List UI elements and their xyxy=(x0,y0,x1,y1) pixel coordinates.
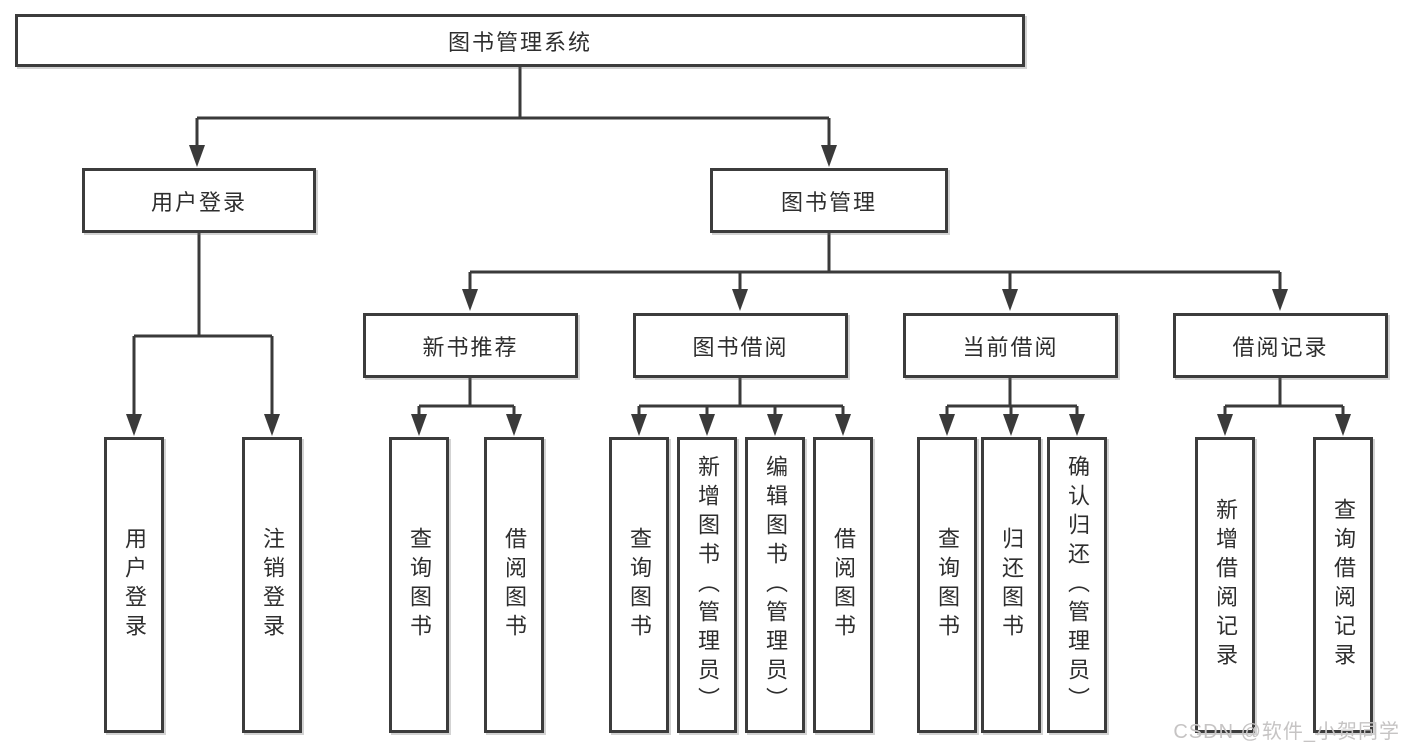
leaf-query-books-recommend: 查询图书 xyxy=(389,437,449,733)
connector-borrow-records-children xyxy=(1217,377,1351,436)
connector-book-management-to-level3 xyxy=(462,232,1288,311)
arrow-down-icon xyxy=(189,145,205,167)
arrow-down-icon xyxy=(1002,289,1018,311)
node-current-borrow: 当前借阅 xyxy=(903,313,1118,378)
arrow-down-icon xyxy=(631,414,647,436)
arrow-down-icon xyxy=(1003,414,1019,436)
node-user-login: 用户登录 xyxy=(82,168,316,233)
connector-book-borrow-children xyxy=(631,377,851,436)
arrow-down-icon xyxy=(1217,414,1233,436)
csdn-watermark: CSDN @软件_小贺同学 xyxy=(1173,721,1400,743)
leaf-borrow-books: 借阅图书 xyxy=(813,437,873,733)
leaf-logout-login: 注销登录 xyxy=(242,437,302,733)
leaf-user-login: 用户登录 xyxy=(104,437,164,733)
arrow-down-icon xyxy=(835,414,851,436)
leaf-query-books-borrow: 查询图书 xyxy=(609,437,669,733)
leaf-borrow-books-recommend: 借阅图书 xyxy=(484,437,544,733)
leaf-confirm-return-admin: 确认归还（管理员） xyxy=(1047,437,1107,733)
arrow-down-icon xyxy=(1272,289,1288,311)
leaf-query-borrow-record: 查询借阅记录 xyxy=(1313,437,1373,733)
leaf-query-books-current: 查询图书 xyxy=(917,437,977,733)
leaf-return-books: 归还图书 xyxy=(981,437,1041,733)
connector-user-login-children xyxy=(126,232,280,436)
node-library-management-system: 图书管理系统 xyxy=(15,14,1025,67)
arrow-down-icon xyxy=(411,414,427,436)
arrow-down-icon xyxy=(506,414,522,436)
arrow-down-icon xyxy=(462,289,478,311)
connector-new-book-recommend-children xyxy=(411,377,522,436)
arrow-down-icon xyxy=(732,289,748,311)
arrow-down-icon xyxy=(1335,414,1351,436)
arrow-down-icon xyxy=(939,414,955,436)
arrow-down-icon xyxy=(126,414,142,436)
node-new-book-recommend: 新书推荐 xyxy=(363,313,578,378)
arrow-down-icon xyxy=(821,145,837,167)
leaf-add-books-admin: 新增图书（管理员） xyxy=(677,437,737,733)
arrow-down-icon xyxy=(264,414,280,436)
arrow-down-icon xyxy=(699,414,715,436)
connector-current-borrow-children xyxy=(939,377,1085,436)
arrow-down-icon xyxy=(767,414,783,436)
leaf-edit-books-admin: 编辑图书（管理员） xyxy=(745,437,805,733)
node-book-borrow: 图书借阅 xyxy=(633,313,848,378)
node-borrow-records: 借阅记录 xyxy=(1173,313,1388,378)
node-book-management: 图书管理 xyxy=(710,168,948,233)
connector-root-to-level2 xyxy=(189,66,837,167)
leaf-add-borrow-record: 新增借阅记录 xyxy=(1195,437,1255,733)
arrow-down-icon xyxy=(1069,414,1085,436)
